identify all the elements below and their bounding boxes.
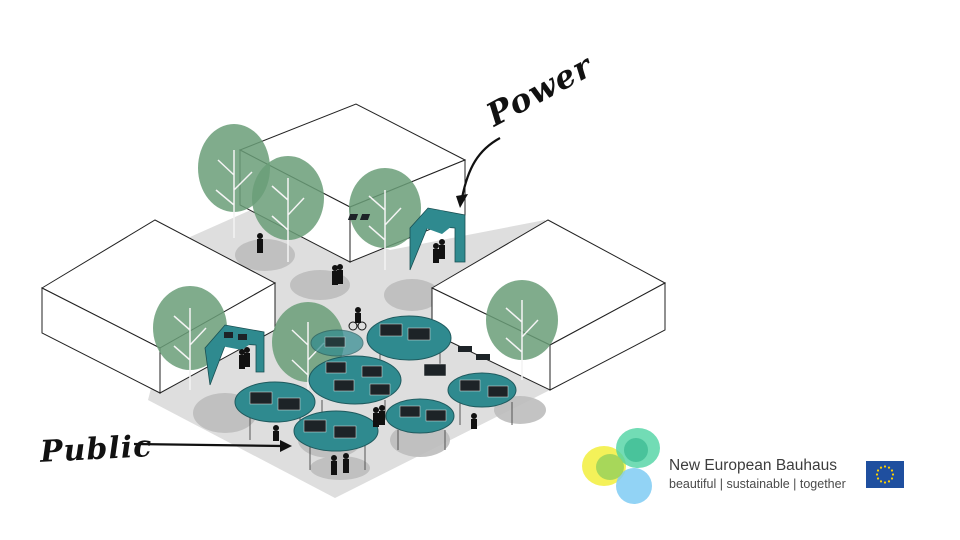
trees: [153, 124, 558, 400]
tree: [486, 280, 558, 380]
brand-tagline: beautiful | sustainable | together: [669, 477, 846, 491]
brand-title: New European Bauhaus: [669, 457, 838, 474]
new-european-bauhaus-logo: New European Bauhaus beautiful | sustain…: [574, 424, 914, 514]
cyclist: [348, 321, 367, 331]
solar-kiosk-upper: [347, 207, 466, 271]
solar-kiosk-left: [204, 324, 265, 386]
canopy: [234, 381, 316, 423]
eu-flag-icon: [866, 461, 904, 488]
people: [239, 233, 477, 475]
solar-panels: [249, 323, 509, 439]
power-arrow-head: [456, 194, 468, 208]
canopy: [308, 355, 402, 405]
tree: [252, 156, 324, 262]
public-arrow: [133, 442, 283, 448]
public-label: Public: [39, 429, 154, 470]
public-arrow-head: [280, 440, 292, 452]
tree: [349, 168, 421, 270]
neb-logo-mark-icon: [582, 428, 660, 504]
tree: [198, 124, 270, 238]
ground-shadows: [193, 239, 546, 480]
power-arrow: [460, 137, 501, 199]
benches: [458, 346, 490, 360]
